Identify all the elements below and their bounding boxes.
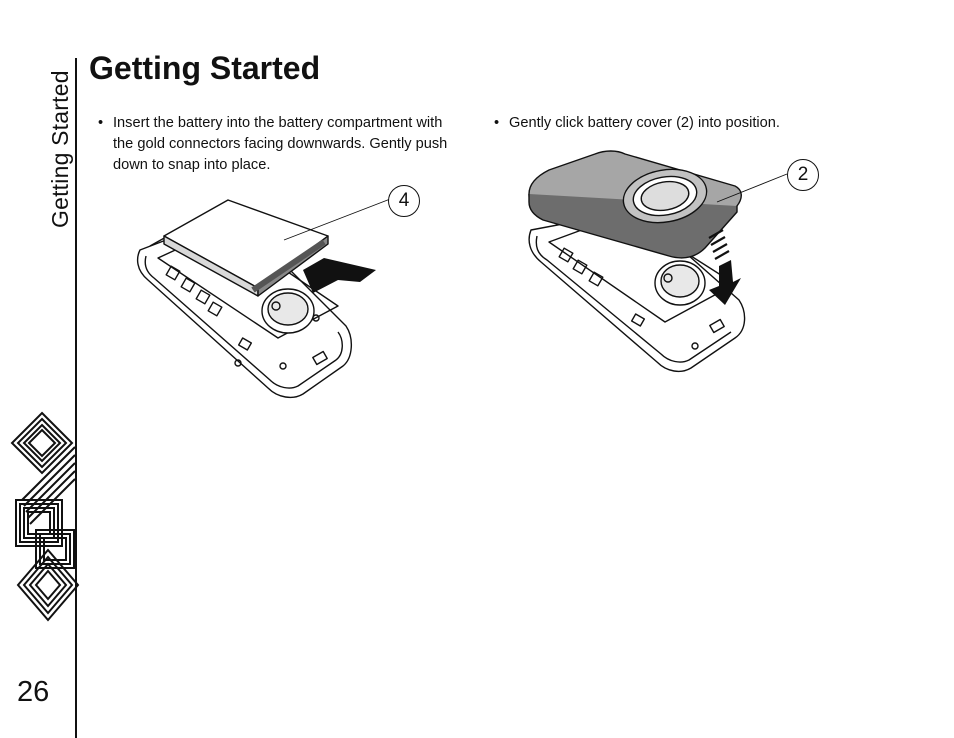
battery-insertion-illustration [136,195,398,399]
bullet-marker: • [98,115,104,131]
battery-cover-illustration [528,150,788,373]
bullet-marker: • [494,115,500,131]
side-tab-label: Getting Started [47,70,73,228]
callout-2: 2 [787,159,819,191]
instruction-text: Insert the battery into the battery comp… [113,115,448,173]
page-title: Getting Started [89,50,321,86]
instruction-step-2: • Gently click battery cover (2) into po… [494,113,869,134]
decorative-ornament-icon [10,411,80,622]
instruction-step-1: • Insert the battery into the battery co… [98,113,463,176]
callout-4: 4 [388,185,420,217]
instruction-text: Gently click battery cover (2) into posi… [509,115,780,131]
left-margin-rule [75,58,77,738]
page-number: 26 [17,676,50,708]
